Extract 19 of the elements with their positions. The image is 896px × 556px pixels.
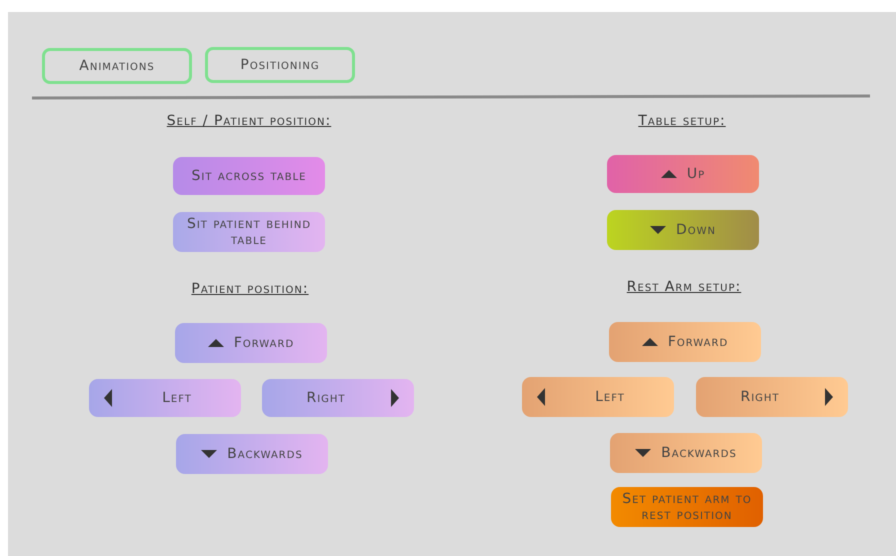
section-heading: Patient position:: [191, 281, 309, 297]
button: Forward: [609, 322, 761, 362]
section-heading: Self / Patient position:: [166, 113, 332, 129]
button: Sit patient behind table: [173, 212, 325, 252]
button: Backwards: [176, 434, 328, 474]
button: Down: [607, 210, 759, 250]
section-heading: Rest Arm setup:: [626, 279, 742, 295]
tab: Animations: [42, 48, 192, 84]
button: Right: [696, 377, 848, 417]
button: Backwards: [610, 433, 762, 473]
button: Left: [522, 377, 674, 417]
section-heading: Table setup:: [638, 113, 726, 129]
button: Sit across table: [173, 157, 325, 195]
button: Left: [89, 379, 241, 417]
button: Right: [262, 379, 414, 417]
tab: Positioning: [205, 47, 355, 83]
button: Set patient arm to rest position: [611, 487, 763, 527]
button: Forward: [175, 323, 327, 363]
button: Up: [607, 155, 759, 193]
